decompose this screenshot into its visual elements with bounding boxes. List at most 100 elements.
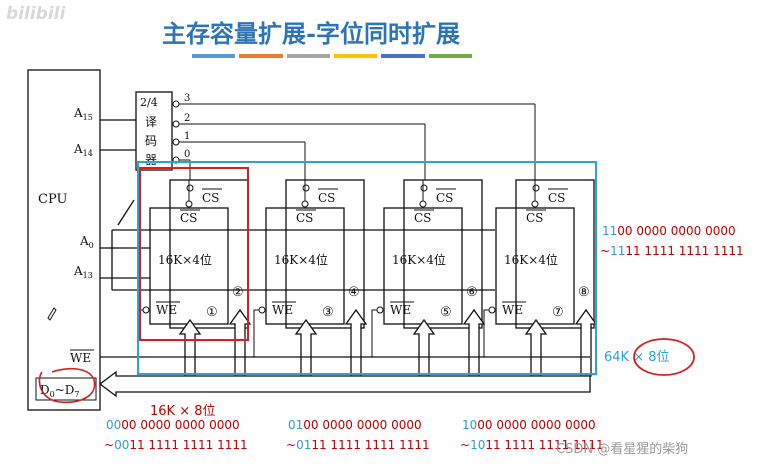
we-bubble xyxy=(376,306,384,314)
data-bus xyxy=(98,370,591,398)
chip-group-3: CS CS 16K×4位 WE ⑤⑥ xyxy=(371,179,486,377)
underline-seg xyxy=(333,54,378,58)
cpu-data-pin-box xyxy=(35,377,97,401)
decoder-out-3: 3 xyxy=(184,93,190,104)
we-wire xyxy=(483,309,489,357)
chip-number: ⑤ xyxy=(440,305,452,320)
data-arrow xyxy=(228,308,252,377)
chip-we: WE xyxy=(156,303,177,317)
data-arrow xyxy=(462,308,486,377)
chip-we: WE xyxy=(272,303,293,317)
range-0-start: 0000 0000 0000 0000 xyxy=(106,418,240,432)
chip-we: WE xyxy=(502,303,523,317)
wire-addr-slash xyxy=(117,199,135,226)
chip-number: ③ xyxy=(322,305,334,320)
chip-group-2: CS CS 16K×4位 WE ③④ xyxy=(253,179,368,377)
decoder-label-4: 器 xyxy=(145,153,157,167)
chip-number: ⑧ xyxy=(578,285,590,300)
pin-a14: A14 xyxy=(73,142,93,158)
pin-a0: A0 xyxy=(79,234,94,250)
cs-bubble xyxy=(302,184,310,192)
decoder-out-1: 1 xyxy=(184,131,190,142)
pin-a15: A15 xyxy=(73,106,93,122)
chip-group-1: CS CS 16K×4位 WE ①② xyxy=(137,179,252,377)
we-wire xyxy=(371,309,377,357)
decoder-out-0: 0 xyxy=(184,149,190,160)
decoder-label-2: 译 xyxy=(145,115,157,129)
underline-seg xyxy=(192,54,236,58)
cs-bubble xyxy=(531,200,539,208)
total-memory-box xyxy=(137,161,597,375)
chip-back-cs: CS xyxy=(436,191,453,205)
we-bubble xyxy=(488,306,496,314)
chip-back-cs: CS xyxy=(202,191,219,205)
chip-cs: CS xyxy=(180,211,197,225)
decoder-box xyxy=(135,91,173,171)
chip-we: WE xyxy=(390,303,411,317)
range-2-end: ~1011 1111 1111 1111 xyxy=(460,438,604,452)
cs-bubble xyxy=(185,200,193,208)
bilibili-watermark: bilibili xyxy=(6,4,66,24)
we-bubble xyxy=(258,306,266,314)
data-arrow xyxy=(344,308,368,377)
chip-number: ④ xyxy=(348,285,360,300)
cs-bubble xyxy=(420,184,428,192)
group-capacity-label: 16K × 8位 xyxy=(150,404,216,419)
data-arrow xyxy=(412,318,436,377)
underline-seg xyxy=(239,54,283,58)
chip-number: ① xyxy=(206,305,218,320)
data-arrow xyxy=(524,318,548,377)
cs-bubble xyxy=(419,200,427,208)
slide-title: 主存容量扩展-字位同时扩展 xyxy=(162,19,460,48)
chip-capacity: 16K×4位 xyxy=(504,252,558,267)
chip-number: ⑥ xyxy=(466,285,478,300)
cs-bubble xyxy=(301,200,309,208)
group-box xyxy=(139,167,249,341)
chip-cs: CS xyxy=(296,211,313,225)
chip-cs: CS xyxy=(526,211,543,225)
range-right-start: 1100 0000 0000 0000 xyxy=(602,224,736,238)
pin-we: WE xyxy=(70,351,91,365)
chip-number: ⑦ xyxy=(552,305,564,320)
cpu-label: CPU xyxy=(38,192,67,207)
csdn-watermark: CSDN @看星猩的柴狗 xyxy=(556,442,689,457)
pin-a13: A13 xyxy=(73,264,93,280)
decoder-outputs: 3 2 1 0 xyxy=(172,93,535,164)
decoder-label-1: 2/4 xyxy=(140,96,158,109)
range-1-start: 0100 0000 0000 0000 xyxy=(288,418,422,432)
chip-capacity: 16K×4位 xyxy=(274,252,328,267)
chip-back-cs: CS xyxy=(548,191,565,205)
data-arrow xyxy=(178,318,202,377)
range-0-end: ~0011 1111 1111 1111 xyxy=(104,438,248,452)
data-arrow xyxy=(294,318,318,377)
range-2-start: 1000 0000 0000 0000 xyxy=(462,418,596,432)
underline-seg xyxy=(428,54,472,58)
data-arrow xyxy=(574,308,598,377)
underline-seg xyxy=(381,54,425,58)
red-annotation-total xyxy=(633,338,695,376)
range-1-end: ~0111 1111 1111 1111 xyxy=(286,438,430,452)
underline-seg xyxy=(286,54,330,58)
cs-bubble xyxy=(186,184,194,192)
cpu-data-pin: D0~D7 xyxy=(40,383,80,399)
red-annotation-cpu xyxy=(38,367,96,404)
chip-back-cs: CS xyxy=(318,191,335,205)
we-wire xyxy=(253,309,259,357)
chip-capacity: 16K×4位 xyxy=(158,252,212,267)
chip-groups: CS CS 16K×4位 WE ①② CS CS 16K×4位 WE ③④ CS CS 16K×4位 WE… xyxy=(137,179,598,377)
decoder-out-2: 2 xyxy=(184,113,190,124)
chip-number: ② xyxy=(232,285,244,300)
pencil-icon xyxy=(47,307,57,321)
range-right-end: ~1111 1111 1111 1111 xyxy=(600,244,744,258)
total-capacity-label: 64K × 8位 xyxy=(604,350,670,365)
chip-group-4: CS CS 16K×4位 WE ⑦⑧ xyxy=(483,179,598,377)
title-underline xyxy=(192,54,472,58)
chip-capacity: 16K×4位 xyxy=(392,252,446,267)
chip-cs: CS xyxy=(414,211,431,225)
cpu-box xyxy=(27,69,101,411)
decoder-label-3: 码 xyxy=(145,134,157,148)
we-bubble xyxy=(142,306,150,314)
cs-bubble xyxy=(532,184,540,192)
